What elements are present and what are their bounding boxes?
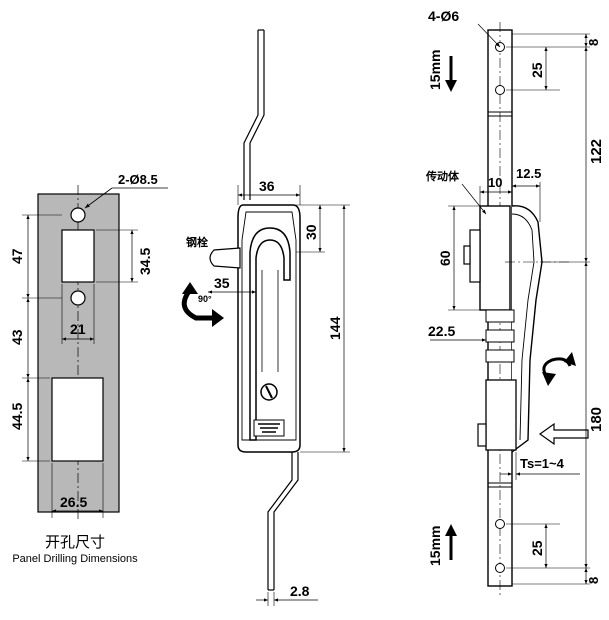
caption-english: Panel Drilling Dimensions (12, 553, 138, 565)
rotation-label: 90° (198, 294, 212, 304)
dim-12-5: 12.5 (516, 166, 541, 181)
dim-2-8: 2.8 (290, 583, 310, 599)
stroke-label-bottom: 15mm (427, 526, 443, 566)
dim-26-5: 26.5 (60, 494, 87, 510)
dim-47: 47 (9, 248, 25, 264)
front-view: 钢栓 90° 36 30 144 35 2.8 (181, 29, 350, 606)
dim-43: 43 (9, 329, 25, 345)
dim-22-5: 22.5 (428, 323, 455, 339)
handle-profile (511, 205, 543, 453)
hole-leader (84, 187, 113, 209)
lock-body (237, 204, 301, 453)
dim-top-25: 25 (529, 62, 545, 78)
rod-bottom (267, 452, 299, 590)
side-view: 4-Ø6 传动体 15mm 15mm 8 25 122 10 12.5 60 (425, 8, 605, 596)
panel-drilling-view: 2-Ø8.5 47 43 44.5 34.5 21 26.5 (9, 172, 168, 520)
dim-36: 36 (259, 178, 275, 194)
dim-bottom-25: 25 (529, 540, 545, 556)
ts-label: Ts=1~4 (520, 456, 565, 471)
hole-label: 2-Ø8.5 (118, 172, 158, 187)
dim-144: 144 (327, 316, 343, 340)
lower-block (485, 379, 517, 451)
mount-hole-bottom (70, 290, 86, 306)
rod-top (243, 30, 265, 200)
dim-34-5: 34.5 (137, 248, 153, 275)
dim-44-5: 44.5 (9, 403, 25, 430)
steel-bolt (209, 247, 241, 269)
caption-chinese: 开孔尺寸 (44, 533, 105, 551)
dim-30: 30 (303, 224, 319, 240)
stroke-label-top: 15mm (427, 50, 443, 90)
dim-35: 35 (214, 275, 230, 291)
dim-bottom-8: 8 (586, 577, 601, 584)
holes-label: 4-Ø6 (428, 8, 459, 24)
handle (249, 227, 291, 441)
dim-60: 60 (437, 250, 453, 266)
cutout-lower (51, 377, 104, 462)
bolt-label: 钢栓 (186, 235, 208, 249)
dim-21: 21 (70, 321, 86, 337)
drive-label: 传动体 (425, 169, 460, 183)
cutout-upper (61, 229, 95, 283)
mount-hole-top (70, 207, 86, 223)
dim-180: 180 (588, 407, 605, 432)
push-arrow (538, 422, 589, 446)
dim-122: 122 (588, 139, 605, 164)
dim-top-8: 8 (586, 39, 601, 46)
drive-body (479, 205, 511, 311)
dim-10: 10 (488, 175, 502, 190)
